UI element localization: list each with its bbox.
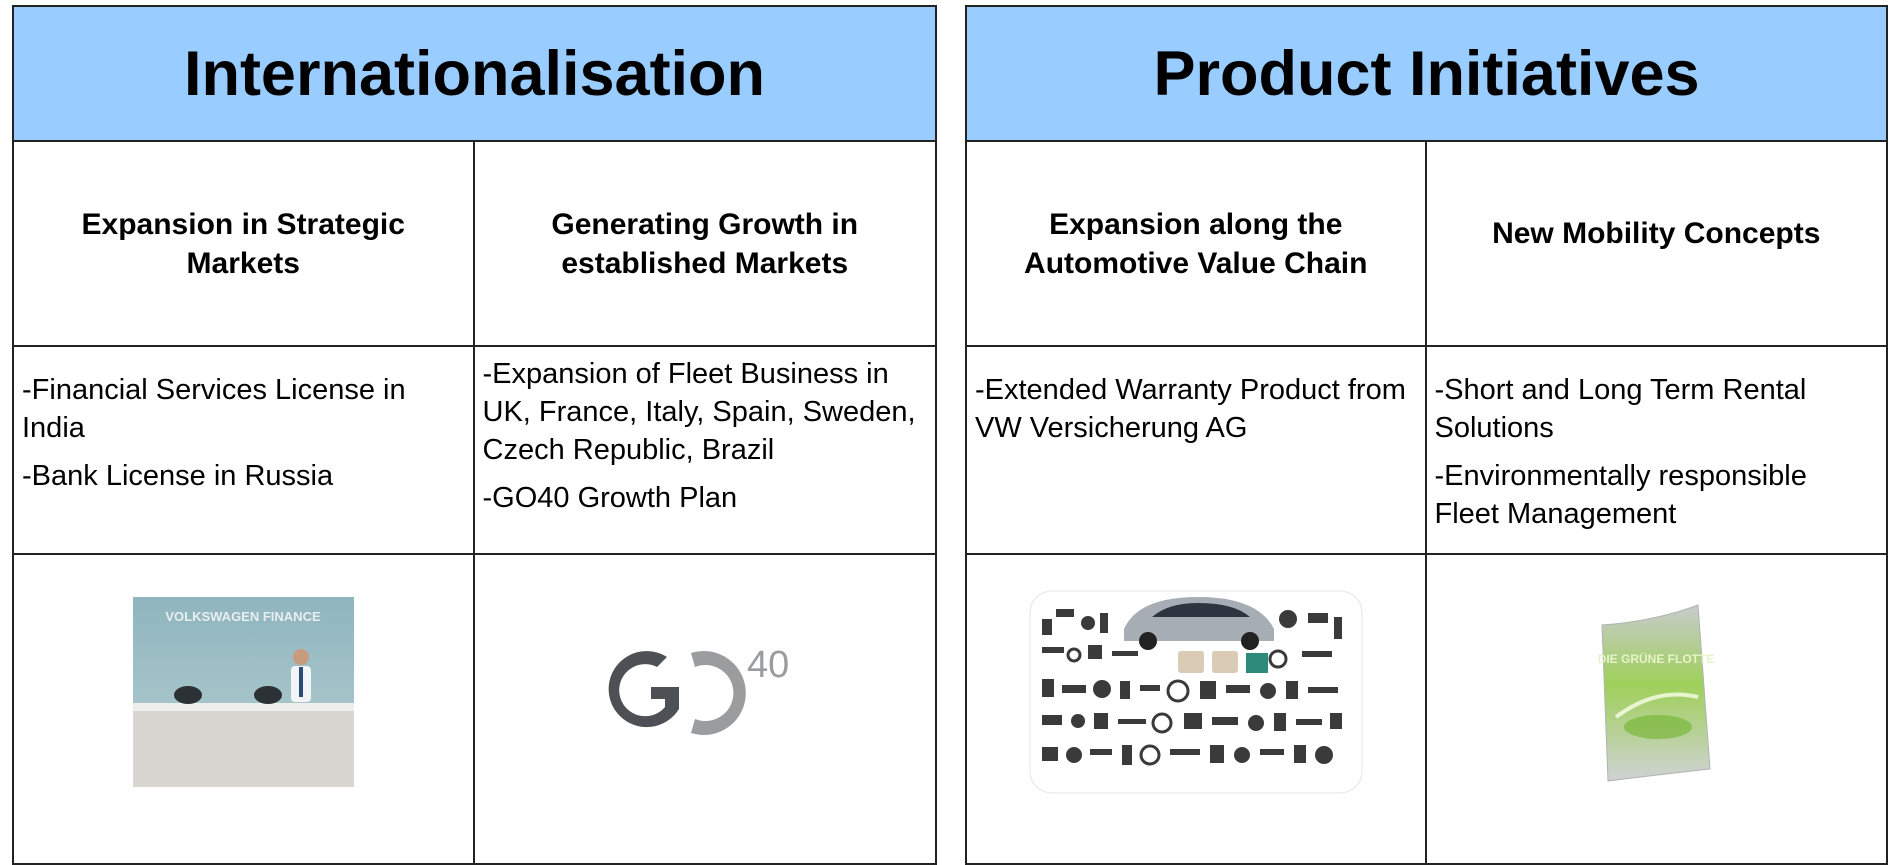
panel-title: Product Initiatives [967,7,1886,142]
image-cell: VOLKSWAGEN FINANCE [14,555,475,863]
bullet-list: -Extended Warranty Product from VW Versi… [967,347,1427,555]
bullet-item: -GO40 Growth Plan [482,482,738,514]
bullet-list: -Short and Long Term Rental Solutions -E… [1426,347,1886,555]
bullet-item: -Financial Services License in India [22,374,406,444]
product-initiatives-panel: Product Initiatives Expansion along the … [965,5,1888,865]
panel-grid: Expansion along the Automotive Value Cha… [967,142,1886,863]
column-heading: Expansion along the Automotive Value Cha… [967,142,1427,347]
image-cell [967,555,1427,863]
bullet-list: -Expansion of Fleet Business in UK, Fran… [474,347,935,555]
bullet-item: -Expansion of Fleet Business in UK, Fran… [482,358,916,466]
column-heading: Expansion in Strategic Markets [14,142,475,347]
bullet-list: -Financial Services License in India -Ba… [14,347,475,555]
bullet-item: -Short and Long Term Rental Solutions [1434,374,1807,444]
internationalisation-panel: Internationalisation Expansion in Strate… [12,5,937,865]
column-heading: Generating Growth in established Markets [474,142,935,347]
green-fleet-brochure: DIE GRÜNE FLOTTE [1586,597,1726,792]
panel-title: Internationalisation [14,7,935,142]
image-cell: DIE GRÜNE FLOTTE [1427,555,1887,863]
bullet-item: -Environmentally responsible Fleet Manag… [1434,460,1807,530]
photo-sign-text: VOLKSWAGEN FINANCE [165,609,321,624]
go40-logo: 40 [595,637,815,752]
image-cell: 40 [475,555,936,863]
panel-grid: Expansion in Strategic Markets Generatin… [14,142,935,863]
go40-superscript: 40 [747,644,789,686]
bullet-item: -Bank License in Russia [22,460,334,492]
office-reception-photo: VOLKSWAGEN FINANCE [132,596,354,792]
brochure-title: DIE GRÜNE FLOTTE [1598,651,1715,666]
bullet-item: -Extended Warranty Product from VW Versi… [975,374,1406,444]
column-heading: New Mobility Concepts [1426,142,1886,347]
car-parts-collage [1028,589,1364,800]
